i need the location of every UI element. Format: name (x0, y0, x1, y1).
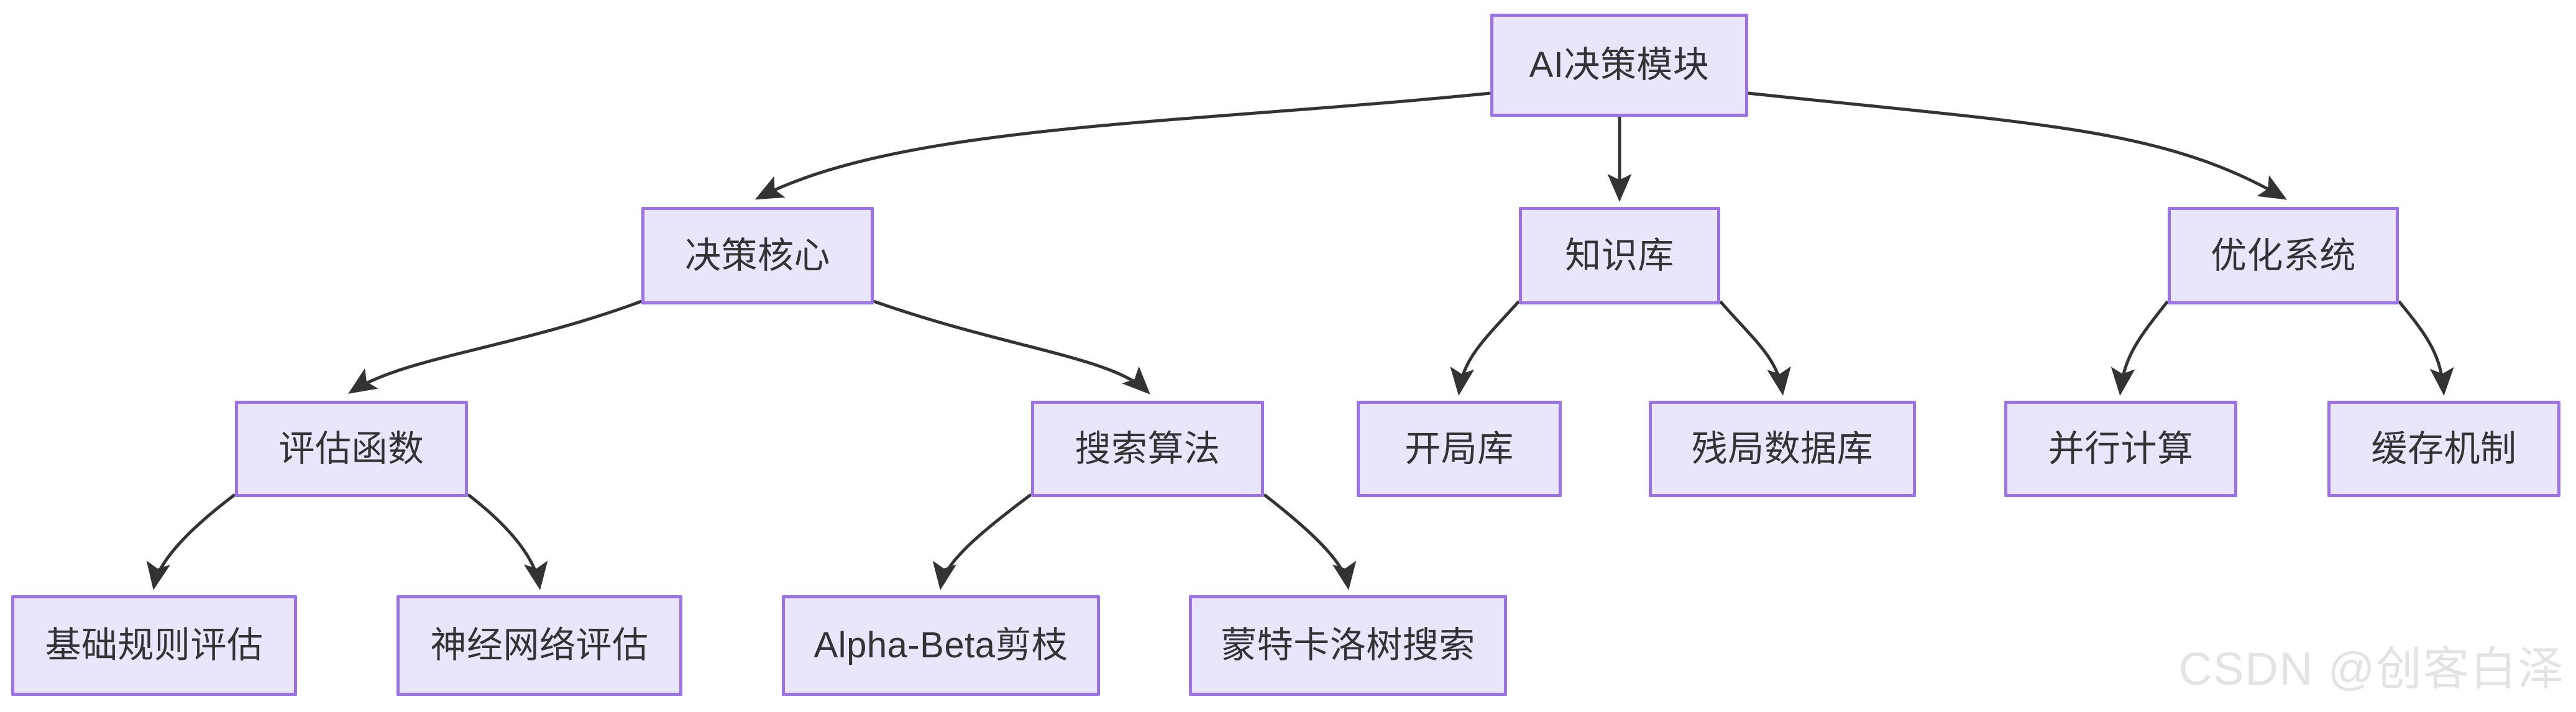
node-optimization-system[interactable]: 优化系统 (2168, 207, 2399, 304)
node-knowledge-base[interactable]: 知识库 (1519, 207, 1720, 304)
edge-decision-core-to-search-algorithm (873, 299, 1151, 395)
node-label-ai-decision-module: AI决策模块 (1529, 45, 1710, 86)
edge-knowledge-base-to-endgame-database (1719, 300, 1791, 396)
edge-ai-decision-module-to-optimization-system (1748, 91, 2288, 200)
node-label-evaluation-function: 评估函数 (278, 428, 424, 469)
node-opening-book[interactable]: 开局库 (1357, 401, 1562, 497)
node-parallel-computing[interactable]: 并行计算 (2004, 401, 2237, 497)
edge-decision-core-to-evaluation-function (348, 299, 642, 394)
node-ai-decision-module[interactable]: AI决策模块 (1490, 14, 1748, 117)
node-label-monte-carlo-tree-search: 蒙特卡洛树搜索 (1221, 625, 1475, 666)
node-endgame-database[interactable]: 残局数据库 (1649, 401, 1916, 497)
node-basic-rule-evaluation[interactable]: 基础规则评估 (11, 595, 297, 696)
edge-ai-decision-module-to-decision-core (754, 91, 1491, 200)
edge-optimization-system-to-parallel-computing (2111, 300, 2169, 396)
edge-optimization-system-to-cache-mechanism (2398, 300, 2454, 396)
edge-evaluation-function-to-basic-rule-evaluation (146, 493, 236, 590)
node-label-optimization-system: 优化系统 (2210, 235, 2356, 276)
edge-search-algorithm-to-alpha-beta-pruning (932, 493, 1032, 590)
node-label-knowledge-base: 知识库 (1565, 235, 1674, 276)
node-alpha-beta-pruning[interactable]: Alpha-Beta剪枝 (782, 595, 1100, 696)
edges-group (146, 91, 2454, 590)
node-monte-carlo-tree-search[interactable]: 蒙特卡洛树搜索 (1189, 595, 1507, 696)
node-cache-mechanism[interactable]: 缓存机制 (2327, 401, 2560, 497)
edge-evaluation-function-to-neural-network-evaluation (467, 493, 548, 590)
node-neural-network-evaluation[interactable]: 神经网络评估 (396, 595, 682, 696)
edge-knowledge-base-to-opening-book (1450, 300, 1520, 396)
node-search-algorithm[interactable]: 搜索算法 (1031, 401, 1264, 497)
edge-search-algorithm-to-monte-carlo-tree-search (1263, 493, 1357, 590)
node-label-cache-mechanism: 缓存机制 (2371, 428, 2517, 469)
node-label-basic-rule-evaluation: 基础规则评估 (45, 625, 264, 666)
node-label-endgame-database: 残局数据库 (1691, 428, 1874, 469)
node-evaluation-function[interactable]: 评估函数 (235, 401, 468, 497)
node-label-decision-core: 决策核心 (684, 235, 830, 276)
node-label-parallel-computing: 并行计算 (2048, 428, 2194, 469)
node-label-alpha-beta-pruning: Alpha-Beta剪枝 (814, 625, 1068, 666)
watermark-text: CSDN @创客白泽 (2178, 643, 2565, 695)
node-label-opening-book: 开局库 (1405, 428, 1514, 469)
node-label-search-algorithm: 搜索算法 (1075, 428, 1221, 469)
node-decision-core[interactable]: 决策核心 (641, 207, 874, 304)
node-label-neural-network-evaluation: 神经网络评估 (430, 625, 649, 666)
